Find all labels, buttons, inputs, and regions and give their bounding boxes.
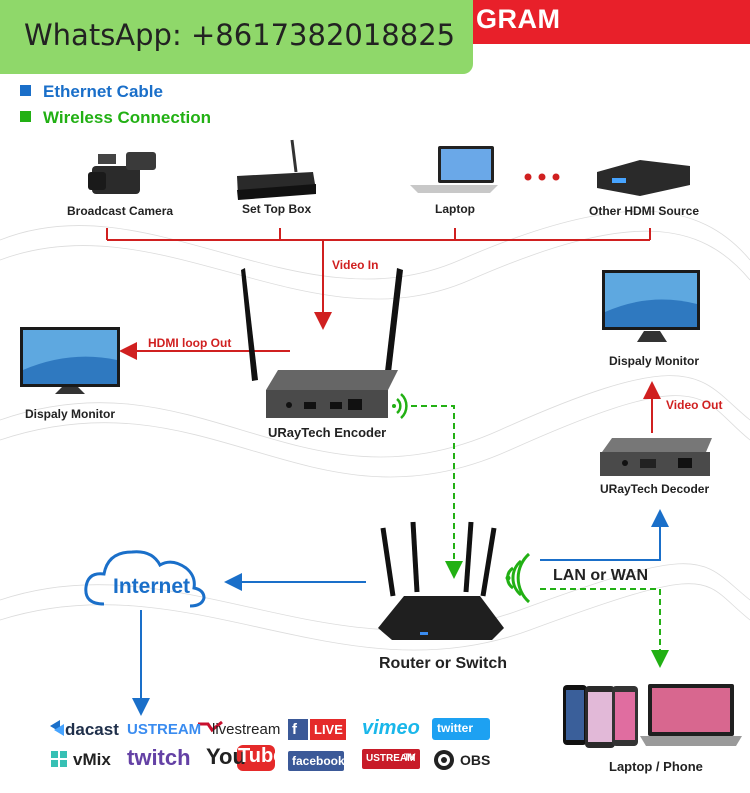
legend-wireless-label: Wireless Connection (43, 108, 211, 127)
label-left-monitor: Dispaly Monitor (25, 407, 116, 421)
ustream-logo: USTREAM (127, 721, 202, 738)
facebook-live-logo: LIVE (314, 722, 343, 737)
ustream-tv-logo: USTREAM (366, 753, 416, 764)
label-hdmi-loop-out: HDMI loop Out (148, 336, 232, 350)
legend-ethernet-swatch (20, 85, 31, 96)
vmix-logo-icon (51, 751, 67, 767)
youtube-tube-text: Tube (238, 745, 285, 767)
label-right-monitor: Dispaly Monitor (609, 354, 700, 368)
legend-wireless-swatch (20, 111, 31, 122)
label-laptop-phone: Laptop / Phone (609, 759, 703, 774)
whatsapp-number: WhatsApp: +8617382018825 (24, 18, 456, 52)
router-lan-wireless-path (540, 588, 669, 668)
title-banner (465, 0, 750, 44)
right-monitor-icon (602, 270, 700, 342)
label-decoder: URayTech Decoder (600, 482, 710, 496)
label-video-out: Video Out (666, 398, 723, 412)
phones-icon (563, 685, 638, 748)
ustream-tv-suffix: TV (404, 752, 416, 762)
dacast-logo: dacast (65, 720, 119, 739)
facebook-live-logo-icon (288, 719, 346, 740)
laptop-right-icon (640, 684, 742, 746)
laptop-icon (410, 146, 498, 193)
label-laptop: Laptop (435, 202, 475, 216)
encoder-router-wireless-path (411, 405, 463, 579)
title-text: GRAM (476, 4, 561, 34)
legend-wireless: Wireless Connection (20, 108, 211, 128)
decoder-device-icon (600, 438, 712, 476)
label-lan-wan: LAN or WAN (553, 567, 649, 584)
twitter-logo-icon (432, 718, 490, 740)
label-encoder: URayTech Encoder (268, 425, 387, 440)
twitch-logo: twitch (127, 745, 191, 770)
label-broadcast-camera: Broadcast Camera (67, 204, 174, 218)
legend-ethernet: Ethernet Cable (20, 82, 163, 102)
obs-logo-icon (434, 750, 454, 770)
hdmi-source-box-icon (597, 160, 690, 196)
label-other-hdmi-source: Other HDMI Source (589, 204, 700, 218)
youtube-you-text: You (206, 744, 246, 769)
twitter-logo: twitter (437, 721, 473, 735)
more-sources-dots-icon (524, 173, 560, 181)
vimeo-logo: vimeo (362, 717, 420, 739)
facebook-logo: facebook (292, 754, 345, 768)
ustream-tv-logo-icon (362, 749, 420, 769)
router-wifi-icon (505, 552, 531, 604)
left-monitor-icon (20, 327, 120, 394)
vmix-logo: vMix (73, 750, 111, 769)
router-icon (378, 521, 504, 640)
legend-ethernet-label: Ethernet Cable (43, 82, 163, 101)
broadcast-camera-icon (88, 152, 156, 194)
label-router: Router or Switch (379, 655, 508, 672)
facebook-logo-icon (288, 751, 344, 771)
encoder-device-icon (241, 268, 403, 418)
obs-logo: OBS (460, 752, 491, 768)
youtube-logo-icon (237, 745, 275, 771)
lan-decoder-arrow (540, 509, 669, 561)
internet-cloud-icon (84, 550, 206, 608)
dacast-logo-icon (50, 720, 64, 736)
facebook-f-glyph: f (292, 721, 297, 738)
encoder-wifi-icon (392, 393, 408, 419)
label-video-in: Video In (332, 258, 379, 272)
set-top-box-icon (237, 139, 316, 200)
livestream-logo-icon (198, 720, 223, 733)
livestream-logo: livestream (212, 721, 281, 738)
whatsapp-banner (0, 0, 473, 74)
label-set-top-box: Set Top Box (242, 202, 312, 216)
label-internet: Internet (113, 575, 191, 598)
source-bus-lines (106, 228, 651, 241)
